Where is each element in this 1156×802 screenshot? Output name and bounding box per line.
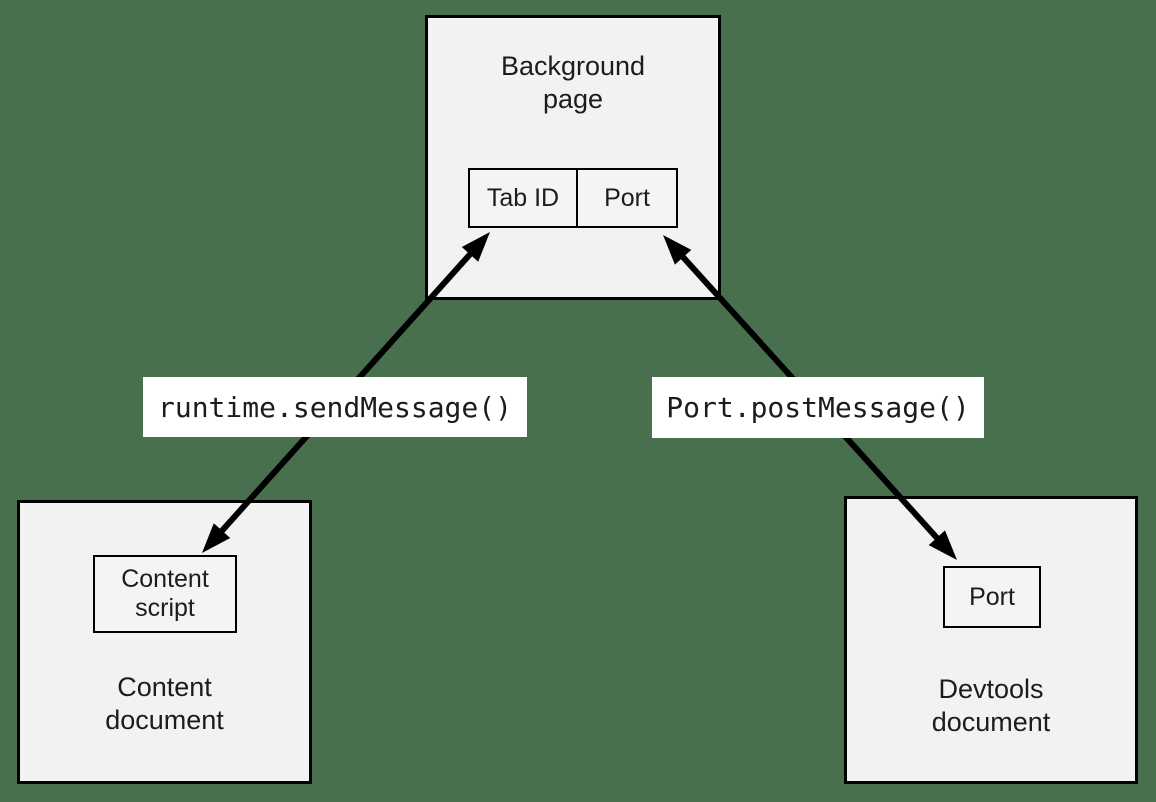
background-page-label: Background page	[500, 51, 646, 114]
edge-label-runtime-sendmessage: runtime.sendMessage()	[143, 377, 527, 437]
devtools-document-label: Devtools document	[931, 674, 1051, 737]
devtools-document-node: Port Devtools document	[844, 496, 1138, 784]
content-document-node: Content script Content document	[17, 500, 312, 784]
tab-id-slot: Tab ID	[468, 168, 578, 228]
edge-label-port-postmessage: Port.postMessage()	[652, 377, 984, 438]
content-document-label: Content document	[105, 672, 224, 735]
background-port-slot: Port	[576, 168, 678, 228]
background-page-slots: Tab ID Port	[468, 168, 678, 228]
content-script-box: Content script	[93, 555, 237, 633]
background-page-node: Background page Tab ID Port	[425, 15, 721, 300]
devtools-port-box: Port	[943, 566, 1041, 628]
